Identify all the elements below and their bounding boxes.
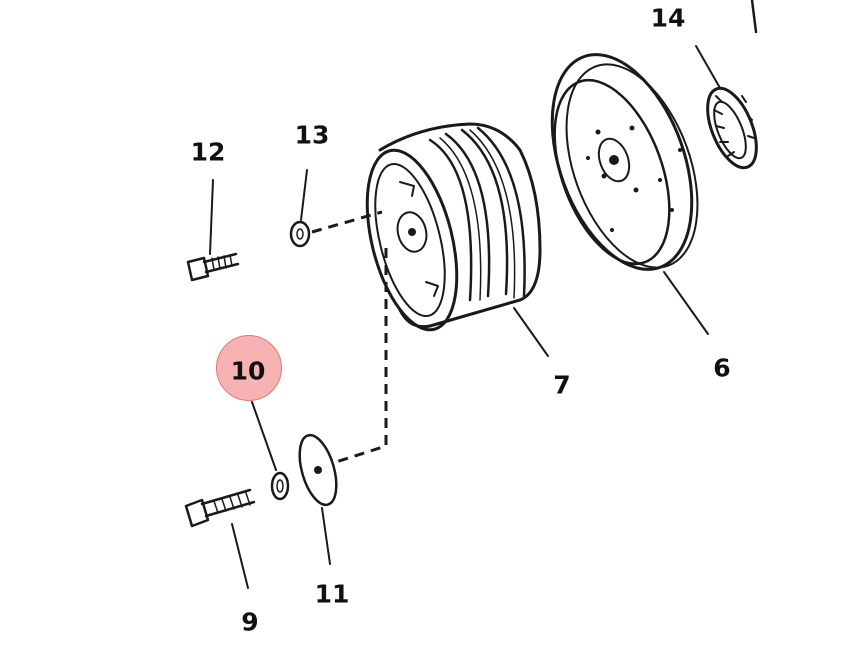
callout-13[interactable]: 13 (294, 120, 330, 150)
assembly-line-11 (335, 248, 388, 464)
part-6-flywheel (550, 53, 699, 271)
assembly-line-13 (311, 210, 383, 234)
part-10-lock-washer (270, 471, 290, 501)
part-13-washer (289, 220, 311, 248)
callout-10[interactable]: 10 (230, 356, 266, 386)
callout-12[interactable]: 12 (190, 137, 226, 167)
part-7-grooved-pulley (365, 122, 542, 332)
part-12-bolt (186, 252, 240, 282)
callout-6[interactable]: 6 (713, 353, 731, 383)
page-edge-line (750, 0, 758, 34)
part-9-bolt (184, 488, 256, 528)
callout-7[interactable]: 7 (553, 370, 571, 400)
callout-14[interactable]: 14 (650, 3, 686, 33)
callout-11[interactable]: 11 (314, 579, 350, 609)
part-14-seal (706, 86, 758, 170)
callout-9[interactable]: 9 (241, 607, 259, 637)
highlight-circle-10 (216, 335, 282, 401)
part-11-flat-washer (298, 433, 338, 507)
leader-lines (209, 45, 721, 589)
